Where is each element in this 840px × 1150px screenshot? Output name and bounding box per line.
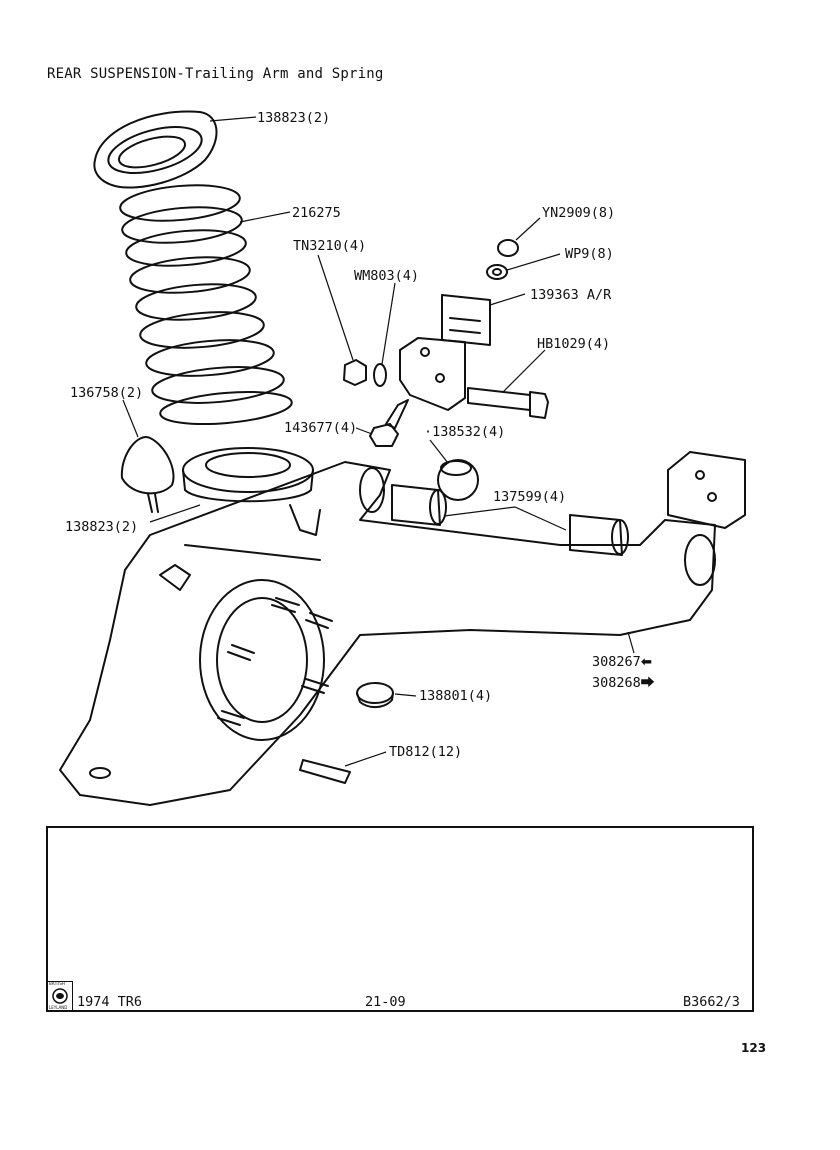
label-138801: 138801(4) bbox=[419, 688, 493, 704]
nut-washer-drawing bbox=[343, 239, 519, 387]
bump-stop-drawing bbox=[120, 436, 175, 513]
label-wp9: WP9(8) bbox=[565, 246, 614, 262]
label-138823-bottom: 138823(2) bbox=[65, 519, 139, 535]
label-136758: 136758(2) bbox=[70, 385, 144, 401]
bracket-drawing bbox=[399, 337, 466, 411]
bushes-137599-drawing bbox=[391, 484, 629, 556]
footer-ref: B3662/3 bbox=[683, 994, 740, 1010]
bracket-right-drawing bbox=[667, 451, 746, 529]
shim-plate-drawing bbox=[441, 294, 491, 346]
bolt-143677-drawing bbox=[369, 399, 409, 447]
bolt-hb1029-drawing bbox=[467, 387, 549, 419]
spring-seat-bottom-drawing bbox=[182, 447, 314, 503]
leyland-logo-icon bbox=[52, 988, 68, 1004]
label-143677: 143677(4) bbox=[284, 420, 358, 436]
hub-studs-drawing bbox=[217, 597, 333, 726]
label-138823-top: 138823(2) bbox=[257, 110, 331, 126]
label-308267: 308267⬅ bbox=[592, 654, 653, 670]
right-hand-arrow-icon: ⮕ bbox=[640, 675, 655, 691]
stud-td812-drawing bbox=[299, 759, 351, 784]
coil-spring-drawing bbox=[119, 184, 293, 426]
label-yn2909: YN2909(8) bbox=[542, 205, 616, 221]
bush-138532-drawing bbox=[437, 459, 479, 501]
spring-seat-top-drawing bbox=[93, 110, 218, 189]
plug-138801-drawing bbox=[356, 682, 394, 708]
label-tn3210: TN3210(4) bbox=[293, 238, 367, 254]
british-leyland-logo: BRITISH LEYLAND bbox=[47, 981, 73, 1011]
label-308268: 308268⮕ bbox=[592, 675, 655, 691]
page-title: REAR SUSPENSION-Trailing Arm and Spring bbox=[47, 66, 384, 82]
footer-model: 1974 TR6 bbox=[77, 994, 143, 1010]
page-number: 123 bbox=[741, 1041, 767, 1055]
left-hand-arrow-icon: ⬅ bbox=[640, 654, 653, 670]
label-216275: 216275 bbox=[292, 205, 341, 221]
trailing-arm-drawing bbox=[59, 461, 716, 806]
label-hb1029: HB1029(4) bbox=[537, 336, 611, 352]
footer-box bbox=[46, 826, 754, 1012]
label-139363: 139363 A/R bbox=[530, 287, 612, 303]
label-td812: TD812(12) bbox=[389, 744, 463, 760]
label-138532: ·138532(4) bbox=[424, 424, 506, 440]
footer-section: 21-09 bbox=[365, 994, 406, 1010]
label-wm803: WM803(4) bbox=[354, 268, 420, 284]
label-137599: 137599(4) bbox=[493, 489, 567, 505]
